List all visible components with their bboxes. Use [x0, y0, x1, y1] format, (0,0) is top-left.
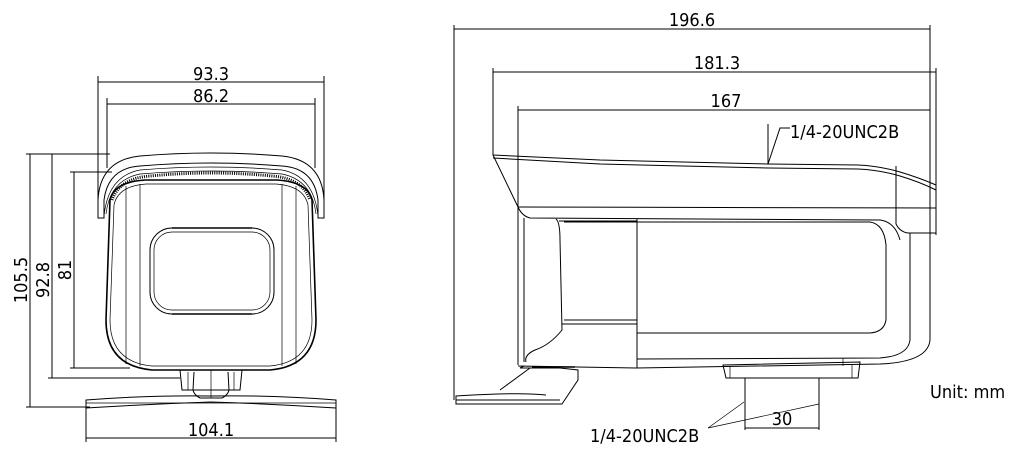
side-view: 196.6 181.3 167 1/4-20UNC2B [453, 10, 937, 447]
dim-height-body: 92.8 [33, 154, 180, 379]
dim-height-inner: 81 [55, 171, 130, 369]
camera-side-body [455, 154, 937, 405]
callout-label-bottom-thread: 1/4-20UNC2B [590, 426, 699, 447]
callout-top-thread: 1/4-20UNC2B [767, 122, 899, 165]
front-view: 93.3 86.2 105.5 92.8 81 [11, 64, 337, 442]
dim-length-total: 196.6 [453, 10, 931, 400]
dim-length-body: 167 [517, 91, 930, 365]
dim-label-93-3: 93.3 [193, 64, 229, 85]
dim-label-86-2: 86.2 [193, 86, 229, 107]
dim-label-196-6: 196.6 [669, 10, 715, 31]
dim-label-81: 81 [55, 260, 76, 281]
dim-label-92-8: 92.8 [33, 262, 54, 298]
camera-front-body [85, 152, 337, 409]
unit-label: Unit: mm [930, 382, 1005, 403]
dim-label-30: 30 [772, 409, 793, 430]
dim-label-181-3: 181.3 [694, 53, 740, 74]
dim-label-105-5: 105.5 [11, 257, 32, 303]
dim-width-top-inner: 86.2 [106, 86, 316, 168]
dim-label-104-1: 104.1 [188, 420, 234, 441]
dim-mount-width: 30 [744, 378, 820, 430]
dim-height-total: 105.5 [11, 153, 110, 408]
dim-label-167: 167 [711, 91, 742, 112]
callout-label-top-thread: 1/4-20UNC2B [790, 122, 899, 143]
dim-base-width: 104.1 [85, 404, 337, 442]
callout-bottom-thread: 1/4-20UNC2B [590, 401, 820, 447]
dim-width-top-outer: 93.3 [97, 64, 325, 218]
dim-length-housing: 181.3 [492, 53, 937, 235]
